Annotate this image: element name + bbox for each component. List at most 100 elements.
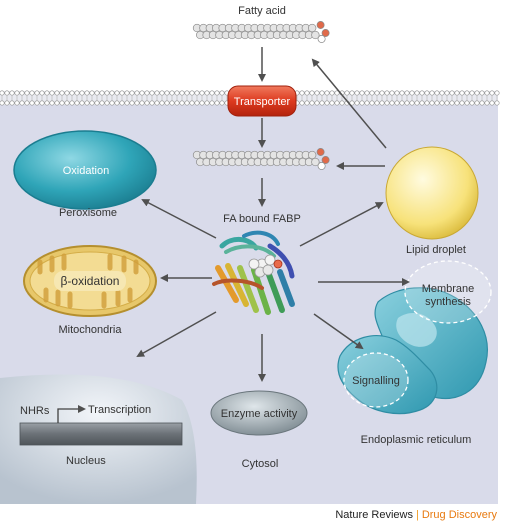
membrane-lipid-head bbox=[54, 90, 60, 96]
membrane-lipid-head bbox=[484, 100, 490, 106]
signalling-label: Signalling bbox=[352, 375, 400, 387]
membrane-lipid-head bbox=[49, 100, 55, 106]
membrane-lipid-head bbox=[364, 100, 370, 106]
membrane-lipid-head bbox=[474, 90, 480, 96]
hydrogen-atom bbox=[317, 35, 326, 43]
transcription-arrow bbox=[57, 405, 86, 423]
fa-bound-fabp-molecule bbox=[192, 148, 330, 170]
membrane-lipid-head bbox=[39, 100, 45, 106]
membrane-lipid-head bbox=[34, 100, 40, 106]
membrane-lipid-head bbox=[439, 100, 445, 106]
membrane-lipid-head bbox=[24, 100, 30, 106]
membrane-lipid-head bbox=[309, 100, 315, 106]
membrane-lipid-head bbox=[119, 90, 125, 96]
peroxisome-label: Peroxisome bbox=[59, 207, 117, 219]
membrane-lipid-head bbox=[439, 90, 445, 96]
membrane-lipid-head bbox=[174, 100, 180, 106]
membrane-lipid-head bbox=[464, 100, 470, 106]
membrane-lipid-head bbox=[214, 100, 220, 106]
membrane-lipid-head bbox=[69, 100, 75, 106]
membrane-lipid-head bbox=[119, 100, 125, 106]
membrane-lipid-head bbox=[149, 100, 155, 106]
membrane-lipid-head bbox=[164, 90, 170, 96]
membrane-lipid-head bbox=[64, 100, 70, 106]
journal-name: Drug Discovery bbox=[421, 509, 497, 521]
membrane-lipid-head bbox=[109, 100, 115, 106]
membrane-lipid-head bbox=[449, 100, 455, 106]
fatty-acid-label: Fatty acid bbox=[238, 5, 286, 17]
membrane-lipid-head bbox=[369, 100, 375, 106]
membrane-lipid-head bbox=[189, 100, 195, 106]
oxygen-atom bbox=[316, 21, 325, 29]
membrane-lipid-head bbox=[484, 90, 490, 96]
membrane-lipid-head bbox=[149, 90, 155, 96]
endoplasmic-reticulum-label: Endoplasmic reticulum bbox=[361, 434, 472, 446]
membrane-lipid-head bbox=[434, 90, 440, 96]
membrane-lipid-head bbox=[99, 100, 105, 106]
membrane-lipid-head bbox=[84, 90, 90, 96]
membrane-lipid-head bbox=[89, 90, 95, 96]
membrane-lipid-head bbox=[429, 100, 435, 106]
membrane-lipid-head bbox=[179, 100, 185, 106]
membrane-lipid-head bbox=[24, 90, 30, 96]
membrane-synthesis-region bbox=[404, 260, 492, 324]
membrane-lipid-head bbox=[389, 100, 395, 106]
lipid-droplet bbox=[385, 146, 479, 240]
membrane-lipid-head bbox=[454, 90, 460, 96]
membrane-lipid-head bbox=[474, 100, 480, 106]
membrane-lipid-head bbox=[139, 100, 145, 106]
journal-credit: Nature Reviews|Drug Discovery bbox=[335, 509, 497, 521]
membrane-lipid-head bbox=[374, 90, 380, 96]
membrane-lipid-head bbox=[29, 100, 35, 106]
endoplasmic-reticulum bbox=[337, 260, 492, 415]
membrane-lipid-head bbox=[14, 90, 20, 96]
membrane-lipid-head bbox=[184, 100, 190, 106]
membrane-lipid-head bbox=[414, 90, 420, 96]
membrane-lipid-head bbox=[409, 90, 415, 96]
membrane-lipid-head bbox=[194, 90, 200, 96]
membrane-lipid-head bbox=[429, 90, 435, 96]
membrane-lipid-head bbox=[19, 90, 25, 96]
carbon-atom bbox=[308, 150, 317, 160]
membrane-lipid-head bbox=[34, 90, 40, 96]
membrane-lipid-head bbox=[104, 100, 110, 106]
membrane-lipid-head bbox=[94, 100, 100, 106]
membrane-lipid-head bbox=[9, 90, 15, 96]
membrane-lipid-head bbox=[84, 100, 90, 106]
membrane-lipid-head bbox=[9, 100, 15, 106]
membrane-lipid-head bbox=[4, 90, 10, 96]
oxidation-label: Oxidation bbox=[63, 165, 109, 177]
fatty-acid-molecule bbox=[192, 21, 330, 43]
membrane-lipid-head bbox=[434, 100, 440, 106]
membrane-lipid-head bbox=[299, 90, 305, 96]
carbon-atom bbox=[311, 157, 320, 167]
membrane-lipid-head bbox=[204, 100, 210, 106]
nucleus bbox=[0, 374, 197, 504]
oxygen-atom bbox=[316, 148, 325, 156]
enzyme bbox=[210, 390, 308, 436]
oxygen-atom bbox=[321, 156, 330, 164]
dna-strand bbox=[19, 422, 183, 446]
membrane-lipid-head bbox=[49, 90, 55, 96]
membrane-lipid-head bbox=[399, 90, 405, 96]
membrane-lipid-head bbox=[4, 100, 10, 106]
membrane-lipid-head bbox=[29, 90, 35, 96]
membrane-lipid-head bbox=[74, 100, 80, 106]
membrane-lipid-head bbox=[304, 100, 310, 106]
membrane-lipid-head bbox=[449, 90, 455, 96]
membrane-lipid-head bbox=[489, 100, 495, 106]
membrane-lipid-head bbox=[144, 100, 150, 106]
membrane-lipid-head bbox=[74, 90, 80, 96]
cytosol-label: Cytosol bbox=[242, 458, 279, 470]
membrane-lipid-head bbox=[314, 90, 320, 96]
mitochondria-label: Mitochondria bbox=[59, 324, 123, 336]
membrane-lipid-head bbox=[214, 90, 220, 96]
membrane-lipid-head bbox=[494, 100, 500, 106]
membrane-lipid-head bbox=[154, 100, 160, 106]
membrane-lipid-head bbox=[69, 90, 75, 96]
membrane-lipid-head bbox=[174, 90, 180, 96]
membrane-lipid-head bbox=[144, 90, 150, 96]
membrane-lipid-head bbox=[39, 90, 45, 96]
membrane-lipid-head bbox=[359, 90, 365, 96]
signalling-region bbox=[343, 352, 409, 408]
